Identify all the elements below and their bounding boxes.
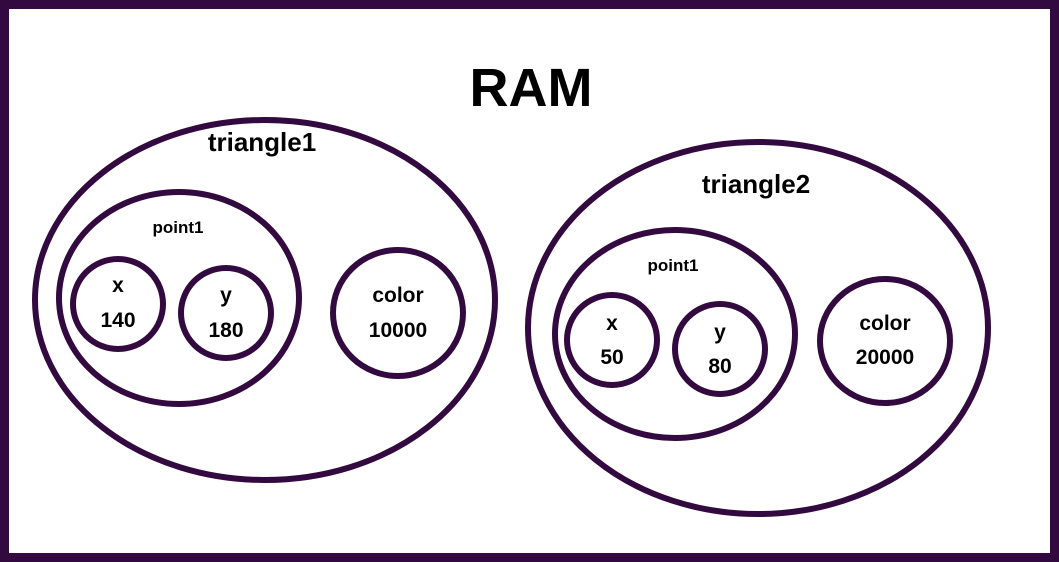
triangle2-x-label: x bbox=[606, 312, 618, 335]
triangle2-color-value: 20000 bbox=[856, 346, 914, 369]
triangle2-x-circle bbox=[564, 292, 660, 388]
triangle1-color-circle bbox=[330, 247, 466, 379]
triangle1-point1-y: y 180 bbox=[178, 265, 274, 361]
triangle1-point1: point1 x 140 y 180 bbox=[56, 189, 302, 407]
triangle1-color-value: 10000 bbox=[369, 319, 427, 342]
triangle1-color: color 10000 bbox=[330, 247, 466, 379]
triangle2-color-circle bbox=[817, 276, 953, 406]
triangle2-y-circle bbox=[672, 301, 768, 397]
triangle1-y-value: 180 bbox=[208, 319, 243, 342]
triangle2-point1: point1 x 50 y 80 bbox=[552, 227, 798, 441]
triangle2-object: triangle2 point1 x 50 y 80 color 20000 bbox=[525, 139, 991, 517]
triangle2-x-value: 50 bbox=[600, 346, 623, 369]
triangle1-x-circle bbox=[70, 256, 166, 352]
triangle2-y-label: y bbox=[714, 321, 726, 344]
triangle1-x-value: 140 bbox=[100, 309, 135, 332]
triangle2-color-label: color bbox=[859, 312, 910, 335]
triangle2-point1-y: y 80 bbox=[672, 301, 768, 397]
triangle2-color: color 20000 bbox=[817, 276, 953, 406]
triangle1-y-circle bbox=[178, 265, 274, 361]
triangle2-point1-x: x 50 bbox=[564, 292, 660, 388]
triangle1-color-label: color bbox=[372, 284, 423, 307]
diagram-title: RAM bbox=[470, 58, 593, 118]
triangle1-object: triangle1 point1 x 140 y 180 color 10000 bbox=[32, 117, 498, 483]
triangle2-point1-label: point1 bbox=[648, 256, 699, 275]
triangle1-label: triangle1 bbox=[208, 127, 316, 157]
triangle2-label: triangle2 bbox=[702, 169, 810, 199]
triangle1-point1-x: x 140 bbox=[70, 256, 166, 352]
triangle2-y-value: 80 bbox=[708, 355, 731, 378]
triangle1-y-label: y bbox=[220, 284, 232, 307]
triangle1-x-label: x bbox=[112, 274, 124, 297]
triangle1-point1-label: point1 bbox=[153, 218, 204, 237]
